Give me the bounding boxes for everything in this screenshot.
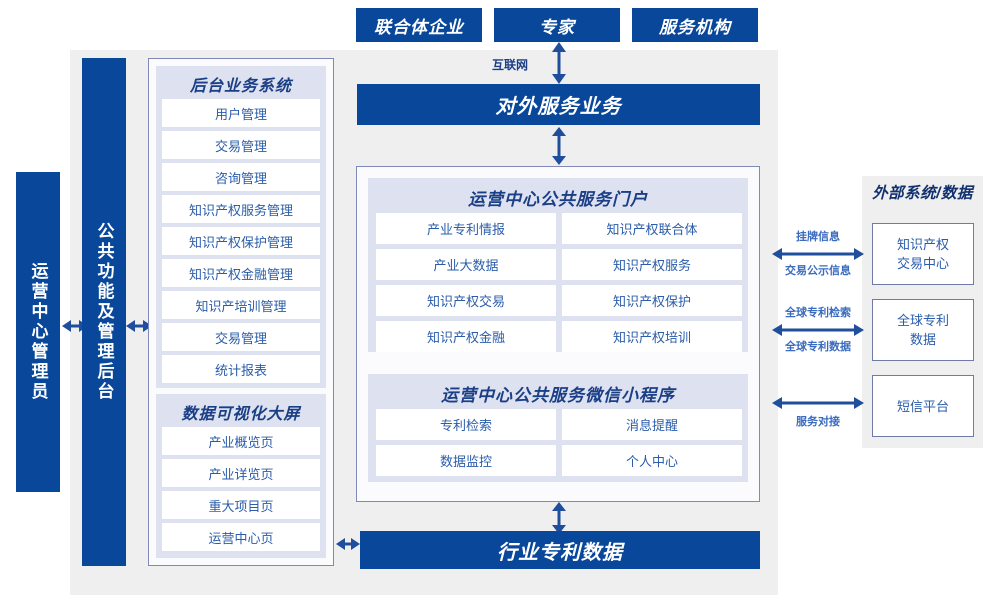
miniprogram-item-3[interactable]: 个人中心 (562, 445, 742, 476)
modules-to-industry-data-arrow (336, 536, 360, 552)
internet-arrow (548, 42, 570, 84)
external-link-label-1-below: 全球专利数据 (785, 341, 851, 353)
bigscreen-item-0[interactable]: 产业概览页 (162, 427, 320, 455)
miniprogram-item-0[interactable]: 专利检索 (376, 409, 556, 440)
portal-item-5[interactable]: 知识产权保护 (562, 285, 742, 316)
portal-item-6[interactable]: 知识产权金融 (376, 321, 556, 352)
backoffice-item-6[interactable]: 知识产培训管理 (162, 291, 320, 319)
backend-to-modules-arrow (126, 318, 152, 334)
external-link-arrow-1 (772, 322, 864, 338)
actor-box-service-agency[interactable]: 服务机构 (632, 8, 758, 42)
backoffice-item-4[interactable]: 知识产权保护管理 (162, 227, 320, 255)
portal-item-0[interactable]: 产业专利情报 (376, 213, 556, 244)
external-link-label-0-below: 交易公示信息 (785, 265, 851, 277)
actor-box-consortium-enterprise[interactable]: 联合体企业 (356, 8, 482, 42)
pillar-public-function-admin-backend[interactable]: 公共功能及管理后台 (82, 58, 126, 566)
external-link-label-0-above: 挂牌信息 (796, 231, 840, 243)
external-box-0-line1: 知识产权 (896, 237, 949, 252)
bigscreen-title: 数据可视化大屏 (181, 406, 301, 423)
external-box-2-line1: 短信平台 (896, 398, 949, 414)
bigscreen-item-2[interactable]: 重大项目页 (162, 491, 320, 519)
backoffice-item-1[interactable]: 交易管理 (162, 131, 320, 159)
external-box-0-line2: 交易中心 (896, 256, 949, 271)
backoffice-item-3[interactable]: 知识产权服务管理 (162, 195, 320, 223)
backoffice-item-2[interactable]: 咨询管理 (162, 163, 320, 191)
miniprogram-item-2[interactable]: 数据监控 (376, 445, 556, 476)
portal-item-7[interactable]: 知识产权培训 (562, 321, 742, 352)
actor-box-expert[interactable]: 专家 (494, 8, 620, 42)
bigscreen-item-3[interactable]: 运营中心页 (162, 523, 320, 551)
portal-item-3[interactable]: 知识产权服务 (562, 249, 742, 280)
backoffice-title: 后台业务系统 (189, 78, 292, 95)
backoffice-item-7[interactable]: 交易管理 (162, 323, 320, 351)
bigscreen-item-1[interactable]: 产业详览页 (162, 459, 320, 487)
external-service-bar[interactable]: 对外服务业务 (357, 84, 760, 125)
internet-label: 互联网 (492, 58, 529, 72)
pillar-operation-center-admin[interactable]: 运营中心管理员 (16, 172, 60, 492)
portal-item-1[interactable]: 知识产权联合体 (562, 213, 742, 244)
backoffice-item-0[interactable]: 用户管理 (162, 99, 320, 127)
backoffice-item-5[interactable]: 知识产权金融管理 (162, 259, 320, 287)
external-box-ip-trading-center[interactable]: 知识产权 交易中心 (872, 223, 974, 285)
external-box-sms-platform[interactable]: 短信平台 (872, 375, 974, 437)
external-link-arrow-2 (772, 395, 864, 411)
external-systems-title: 外部系统/数据 (872, 185, 973, 202)
backoffice-item-8[interactable]: 统计报表 (162, 355, 320, 383)
external-link-label-1-above: 全球专利检索 (785, 307, 851, 319)
external-box-global-patent-data[interactable]: 全球专利 数据 (872, 299, 974, 361)
external-box-1-line2: 数据 (909, 332, 936, 347)
external-link-arrow-0 (772, 246, 864, 262)
external-link-label-2-below: 服务对接 (796, 416, 840, 428)
portal-title: 运营中心公共服务门户 (468, 190, 648, 209)
miniprogram-item-1[interactable]: 消息提醒 (562, 409, 742, 440)
external-box-1-line1: 全球专利 (896, 313, 949, 328)
service-portal-arrow (548, 127, 570, 165)
portal-item-4[interactable]: 知识产权交易 (376, 285, 556, 316)
industry-patent-data-bar[interactable]: 行业专利数据 (360, 531, 760, 569)
portal-item-2[interactable]: 产业大数据 (376, 249, 556, 280)
miniprogram-title: 运营中心公共服务微信小程序 (441, 386, 675, 405)
portal-to-industry-data-arrow (548, 502, 570, 534)
